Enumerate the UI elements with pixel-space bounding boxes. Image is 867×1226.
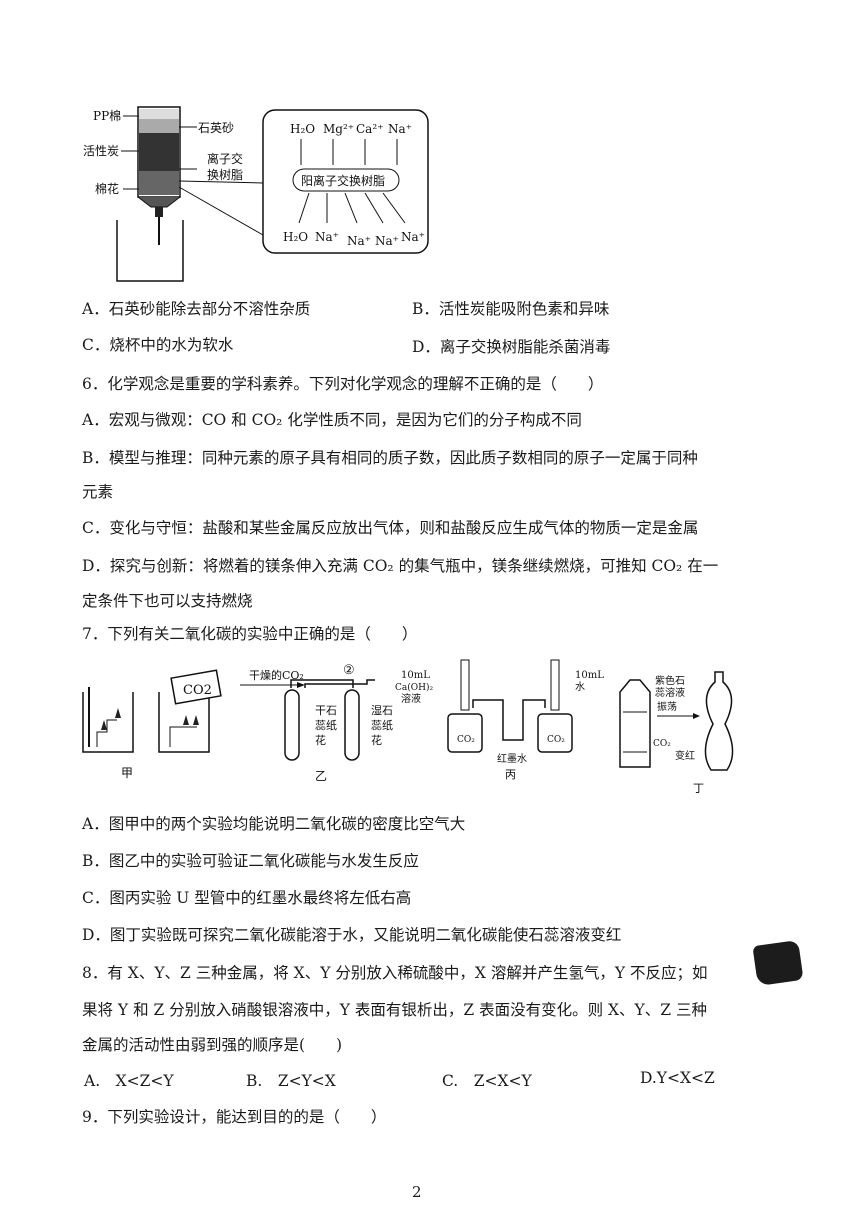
ion-h2o-bottom: H₂O bbox=[283, 230, 308, 244]
label-dry-paper-1: 干石 bbox=[315, 704, 337, 717]
water-purifier-figure: PP棉 活性炭 棉花 石英砂 离子交 换树脂 H₂O Mg²⁺ Ca²⁺ Na⁺… bbox=[83, 106, 429, 282]
label-dry-paper-2: 蕊纸 bbox=[315, 719, 337, 732]
label-shake: 振荡 bbox=[657, 700, 677, 713]
label-circle-2: ② bbox=[343, 663, 355, 678]
q6-option-c: C．变化与守恒：盐酸和某些金属反应放出气体，则和盐酸反应生成气体的物质一定是金属 bbox=[82, 519, 699, 537]
ion-na-bottom-1: Na⁺ bbox=[315, 230, 339, 244]
label-jia: 甲 bbox=[121, 766, 133, 780]
ion-ca-top: Ca²⁺ bbox=[356, 122, 383, 136]
figure-ding: 紫色石 蕊溶液 振荡 CO₂ 变红 丁 bbox=[619, 671, 734, 795]
q9-stem: 9．下列实验设计，能达到目的的是（ ） bbox=[82, 1108, 387, 1126]
q6-stem: 6．化学观念是重要的学科素养。下列对化学观念的理解不正确的是（ ） bbox=[82, 375, 604, 393]
ion-na-bottom-4: Na⁺ bbox=[401, 230, 425, 244]
label-resin-line1: 离子交 bbox=[207, 151, 243, 166]
label-bing: 丙 bbox=[505, 768, 516, 781]
q5-option-a: A．石英砂能除去部分不溶性杂质 bbox=[82, 300, 311, 318]
label-left-syringe-3: 溶液 bbox=[401, 692, 421, 705]
q6-option-b-line2: 元素 bbox=[82, 483, 114, 501]
q5-option-b: B．活性炭能吸附色素和异味 bbox=[412, 300, 610, 318]
ion-na-bottom-3: Na⁺ bbox=[375, 234, 399, 248]
q8-stem-line1: 8．有 X、Y、Z 三种金属，将 X、Y 分别放入稀硫酸中，X 溶解并产生氢气，… bbox=[82, 964, 708, 982]
q7-option-a: A．图甲中的两个实验均能说明二氧化碳的密度比空气大 bbox=[82, 815, 466, 833]
label-wet-paper-3: 花 bbox=[371, 734, 382, 747]
q6-option-a: A．宏观与微观：CO 和 CO₂ 化学性质不同，是因为它们的分子构成不同 bbox=[82, 411, 582, 429]
label-ding-co2: CO₂ bbox=[653, 739, 671, 749]
co2-experiments-figure: 甲 CO2 干燥的CO₂ ② 干石 蕊纸 花 湿石 蕊纸 花 乙 10mL Ca… bbox=[82, 659, 734, 795]
ion-mg-top: Mg²⁺ bbox=[323, 122, 354, 136]
ink-blot bbox=[752, 939, 804, 987]
label-bottle-co2-right: CO₂ bbox=[547, 735, 565, 745]
label-bottle-co2-left: CO₂ bbox=[457, 735, 475, 745]
q7-stem: 7．下列有关二氧化碳的实验中正确的是（ ） bbox=[82, 625, 418, 643]
figure-jia: 甲 CO2 bbox=[82, 669, 222, 780]
cation-resin-label: 阳离子交换树脂 bbox=[301, 173, 385, 188]
label-resin-line2: 换树脂 bbox=[207, 167, 243, 182]
q6-option-d-line1: D．探究与创新：将燃着的镁条伸入充满 CO₂ 的集气瓶中，镁条继续燃烧，可推知 … bbox=[82, 557, 719, 575]
q8-option-c: C. Z<X<Y bbox=[442, 1072, 532, 1090]
label-left-syringe-2: Ca(OH)₂ bbox=[395, 682, 434, 693]
q8-option-d: D.Y<X<Z bbox=[640, 1069, 715, 1087]
q7-option-d: D．图丁实验既可探究二氧化碳能溶于水，又能说明二氧化碳能使石蕊溶液变红 bbox=[82, 926, 622, 944]
label-yi: 乙 bbox=[315, 769, 327, 783]
label-red-ink: 红墨水 bbox=[497, 752, 527, 765]
label-dry-paper-3: 花 bbox=[315, 734, 326, 747]
label-right-syringe-2: 水 bbox=[575, 681, 585, 693]
label-litmus-1: 紫色石 bbox=[655, 674, 685, 687]
label-activated-carbon: 活性炭 bbox=[83, 144, 119, 158]
label-left-syringe-1: 10mL bbox=[401, 670, 430, 681]
label-turn-red: 变红 bbox=[675, 749, 695, 762]
label-quartz-sand: 石英砂 bbox=[198, 121, 234, 135]
label-right-syringe-1: 10mL bbox=[575, 670, 604, 681]
label-cotton: 棉花 bbox=[95, 181, 119, 196]
q8-stem-line3: 金属的活动性由弱到强的顺序是( ) bbox=[82, 1036, 343, 1054]
q8-stem-line2: 果将 Y 和 Z 分别放入硝酸银溶液中，Y 表面有银析出，Z 表面没有变化。则 … bbox=[82, 1001, 707, 1019]
q5-option-d: D．离子交换树脂能杀菌消毒 bbox=[412, 338, 611, 356]
label-ding: 丁 bbox=[693, 782, 704, 795]
figure-bing: 10mL Ca(OH)₂ 溶液 CO₂ CO₂ 10mL 水 红墨水 丙 bbox=[395, 659, 604, 781]
page-number: 2 bbox=[412, 1183, 422, 1201]
figure-yi: 干燥的CO₂ ② 干石 蕊纸 花 湿石 蕊纸 花 乙 bbox=[240, 663, 393, 783]
q7-option-b: B．图乙中的实验可验证二氧化碳能与水发生反应 bbox=[82, 852, 419, 870]
q5-option-c: C．烧杯中的水为软水 bbox=[82, 336, 234, 354]
label-wet-paper-1: 湿石 bbox=[371, 704, 393, 717]
ion-na-bottom-2: Na⁺ bbox=[347, 234, 371, 248]
label-litmus-2: 蕊溶液 bbox=[655, 686, 685, 699]
ion-na-top: Na⁺ bbox=[388, 122, 412, 136]
label-wet-paper-2: 蕊纸 bbox=[371, 719, 393, 732]
label-co2-bottle: CO2 bbox=[183, 683, 212, 698]
label-pp-cotton: PP棉 bbox=[93, 109, 121, 123]
q8-option-b: B. Z<Y<X bbox=[246, 1072, 336, 1090]
q8-option-a: A. X<Z<Y bbox=[84, 1072, 174, 1090]
q6-option-d-line2: 定条件下也可以支持燃烧 bbox=[82, 592, 253, 610]
q6-option-b-line1: B．模型与推理：同种元素的原子具有相同的质子数，因此质子数相同的原子一定属于同种 bbox=[82, 449, 698, 467]
label-dry-co2: 干燥的CO₂ bbox=[249, 668, 304, 682]
q7-option-c: C．图丙实验 U 型管中的红墨水最终将左低右高 bbox=[82, 889, 412, 907]
ion-h2o-top: H₂O bbox=[290, 122, 315, 136]
